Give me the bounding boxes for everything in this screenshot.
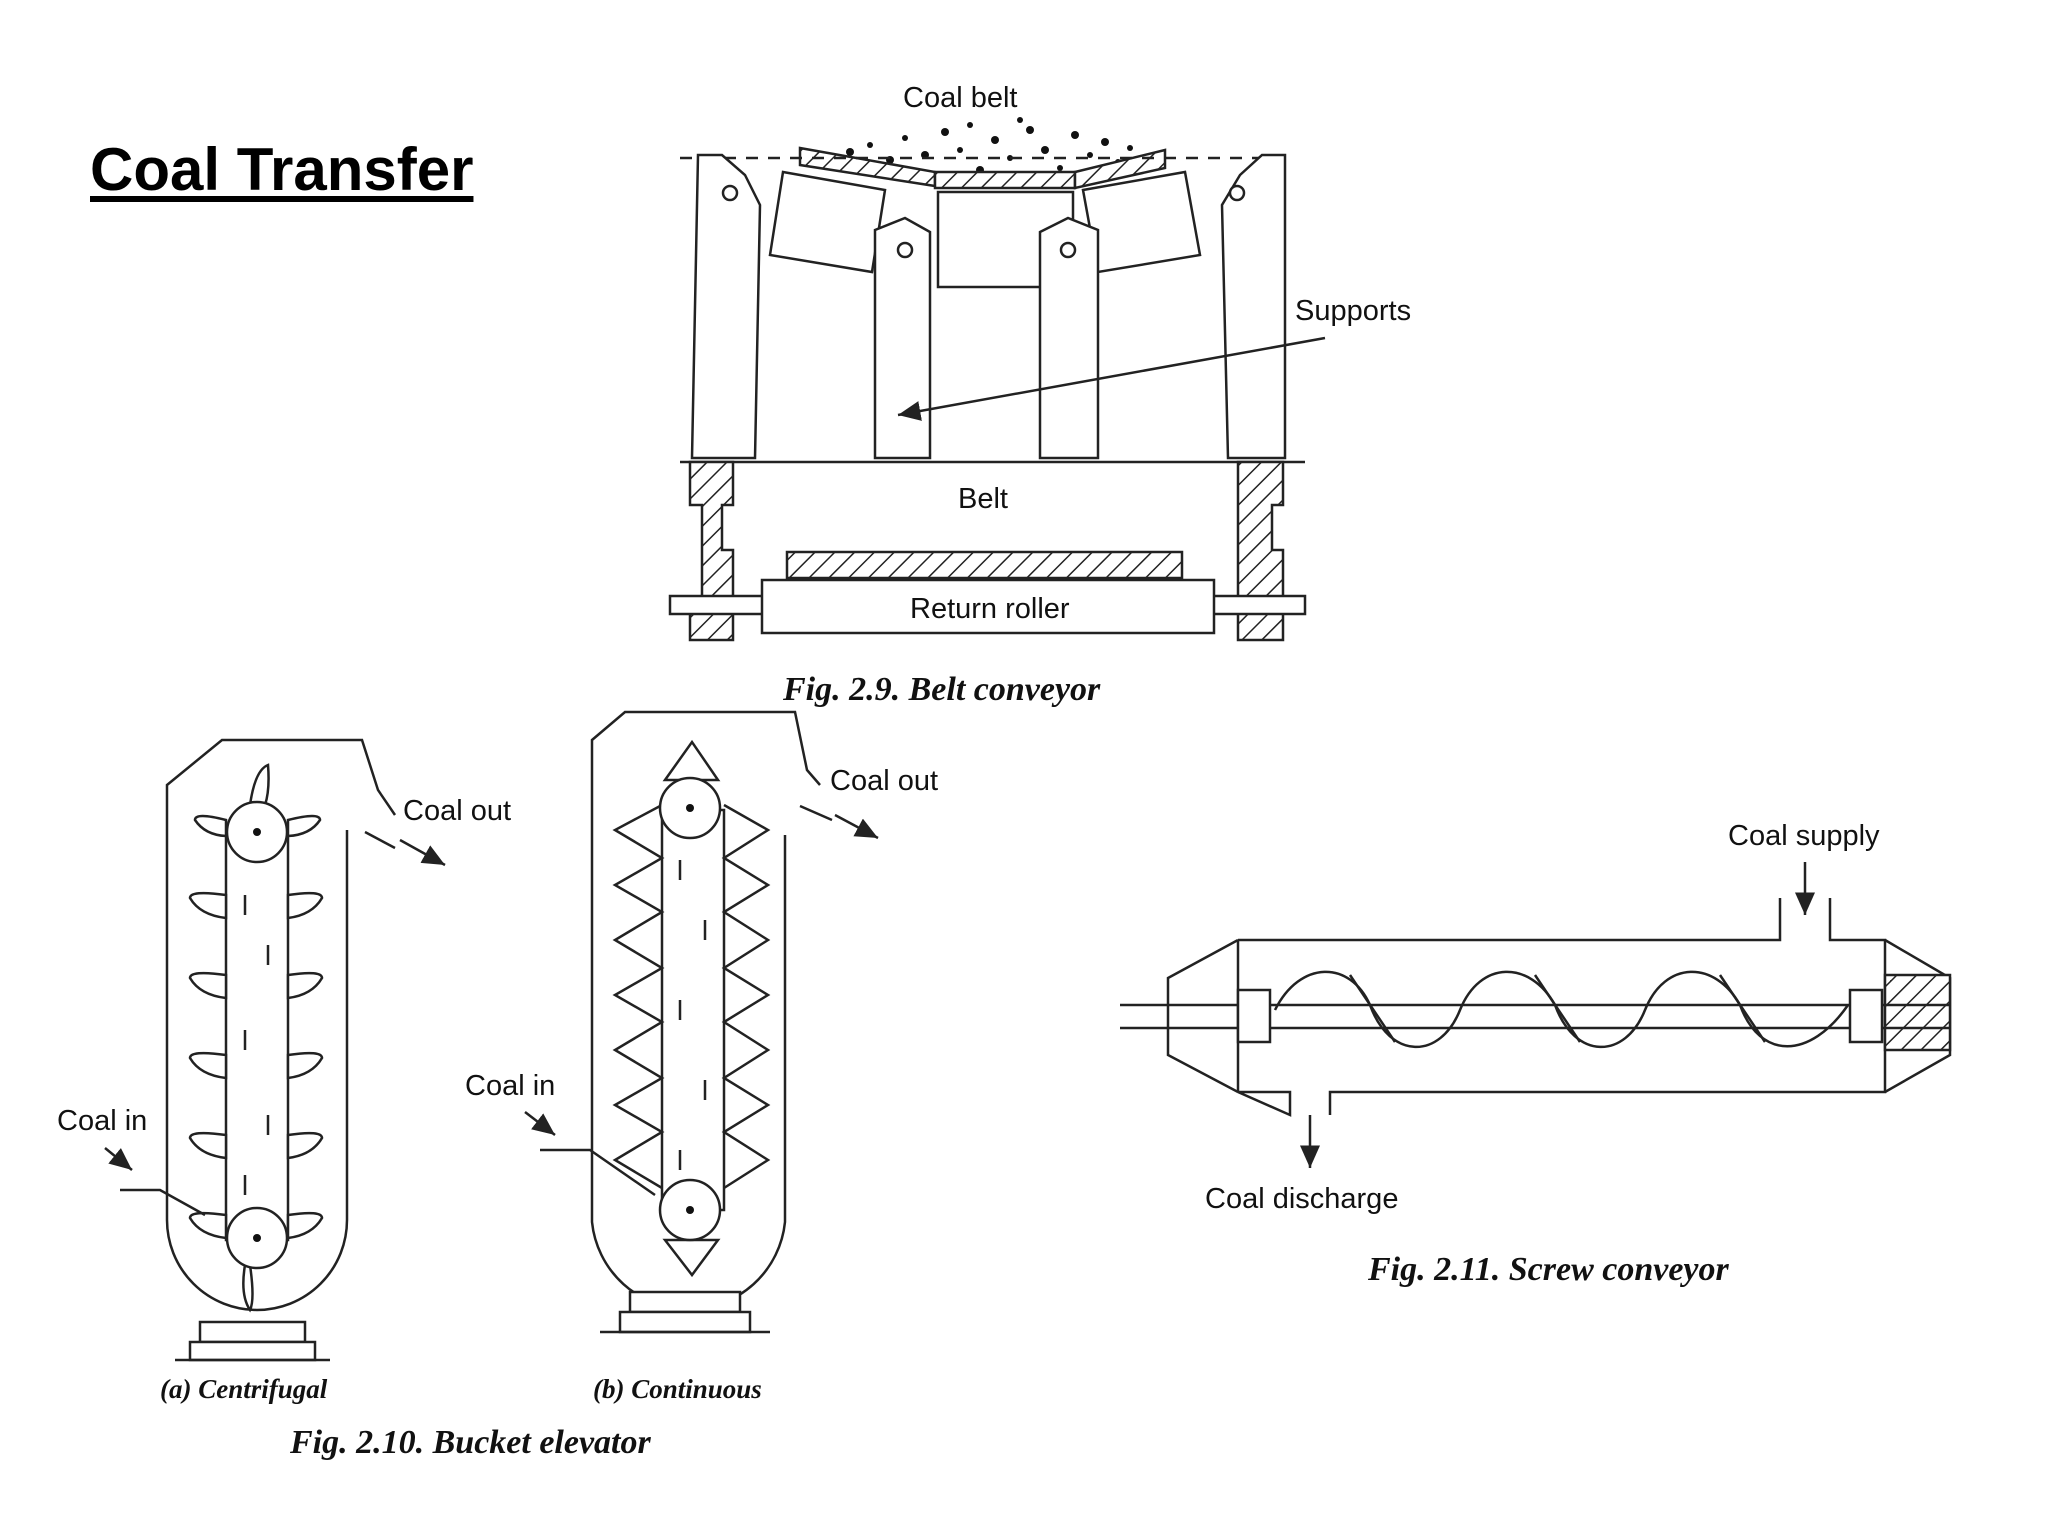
bearing-block-right (1848, 988, 1884, 1044)
return-belt (785, 550, 1184, 580)
bucket-bottom (662, 1238, 721, 1278)
return-roller-label: Return roller (910, 593, 1070, 625)
coal-in-label: Coal in (57, 1105, 147, 1137)
belt-conveyor-figure: Coal belt Supports Belt Return roller Fi… (668, 82, 1411, 708)
coal-belt-label: Coal belt (903, 82, 1017, 114)
coal-discharge-label: Coal discharge (1205, 1183, 1398, 1215)
chute-continuous (799, 804, 833, 822)
support-column-inner-right (1038, 216, 1100, 460)
coal-in-chute (540, 1148, 656, 1197)
buckets-right (286, 814, 324, 1240)
coal-out-arrow (834, 813, 879, 840)
belt-center-section (933, 170, 1077, 190)
idler-roller-left (768, 170, 887, 274)
supports-label: Supports (1295, 295, 1411, 327)
screw-conveyor-caption: Fig. 2.11. Screw conveyor (1367, 1251, 1730, 1288)
pivot-hole (896, 241, 914, 259)
bucket-bottom (242, 1263, 254, 1313)
return-roller (760, 578, 1216, 635)
screw-flight-crossing (1348, 974, 1767, 1043)
supports-arrow (897, 336, 1326, 421)
roller-shaft-left (668, 594, 767, 616)
bucket-elevator-caption: Fig. 2.10. Bucket elevator (289, 1424, 652, 1461)
centrifugal-caption: (a) Centrifugal (160, 1374, 328, 1404)
coal-in-label: Coal in (465, 1070, 555, 1102)
buckets-right-zigzag (721, 803, 771, 1190)
base-foot (188, 1340, 317, 1362)
screw-casing (1237, 898, 1887, 1117)
buckets-left-zigzag (612, 803, 665, 1190)
chute-centrifugal (364, 830, 396, 850)
bucket-top (662, 739, 721, 782)
base-plate (198, 1320, 307, 1344)
coal-out-label: Coal out (830, 765, 938, 797)
support-column-left (690, 153, 762, 460)
base-plate (628, 1290, 742, 1314)
bearing-right (1883, 973, 1952, 1052)
coal-in-arrow (524, 1111, 556, 1136)
elevator-belt (660, 808, 726, 1212)
belt-label: Belt (958, 483, 1008, 515)
idler-roller-right (1081, 170, 1202, 274)
coal-supply-label: Coal supply (1728, 820, 1880, 852)
coal-in-chute (120, 1188, 206, 1217)
slide-title: Coal Transfer (90, 136, 474, 203)
roller-shaft-right (1210, 594, 1307, 616)
end-cap-left (1166, 938, 1239, 1094)
support-column-inner-left (873, 216, 932, 460)
elevator-belt (224, 833, 290, 1242)
base-foot (618, 1310, 752, 1334)
pivot-hole (1059, 241, 1077, 259)
belt-conveyor-caption: Fig. 2.9. Belt conveyor (782, 671, 1101, 708)
pivot-hole (721, 184, 739, 202)
casing-centrifugal (165, 738, 397, 1312)
bearing-left (1236, 988, 1272, 1044)
buckets-left (188, 814, 228, 1240)
bucket-elevator-centrifugal: Coal out Coal in (a) Centrifugal (57, 738, 511, 1404)
continuous-caption: (b) Continuous (593, 1374, 762, 1404)
screw-conveyor-figure: Coal supply Coal discharge Fig. 2.11. Sc… (1120, 820, 1952, 1288)
coal-out-arrow (399, 838, 446, 867)
coal-out-label: Coal out (403, 795, 511, 827)
belt-right-section (1073, 148, 1167, 190)
support-column-right (1220, 153, 1287, 460)
bucket-elevator-continuous: Coal out Coal in (b) Continuous (465, 710, 938, 1404)
pivot-hole (1228, 184, 1246, 202)
bucket-top (248, 763, 270, 807)
coal-in-arrow (104, 1147, 133, 1171)
